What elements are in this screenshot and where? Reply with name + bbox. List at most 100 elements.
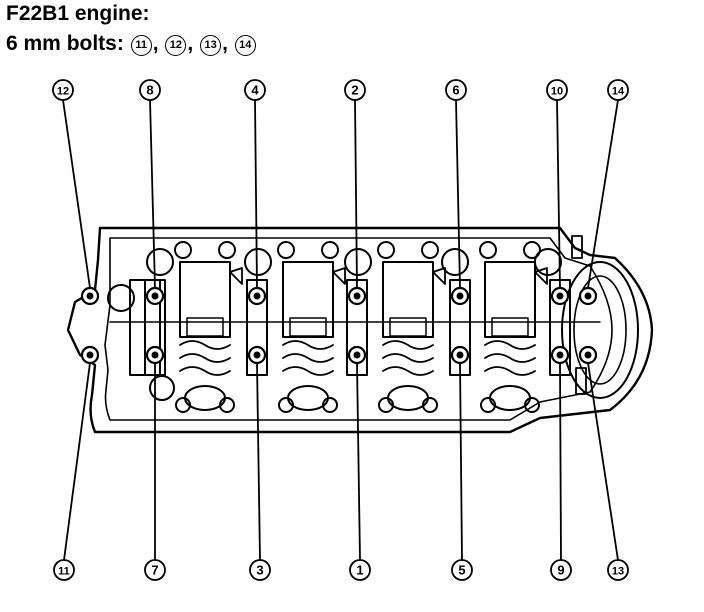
bolt-top-5: [450, 286, 470, 306]
bolt-top-5-center: [456, 292, 464, 300]
bolt-top-2: [145, 286, 165, 306]
leader-top-2: [354, 99, 358, 289]
callout-number: 1: [356, 563, 363, 578]
callout-number: 8: [146, 83, 153, 98]
spark-port-4: [523, 241, 541, 259]
bolt-ref-13: 13: [200, 35, 222, 56]
bolt-bottom-5-center: [456, 351, 464, 359]
callout-circle: [344, 79, 366, 101]
callout-circle: [607, 79, 629, 101]
valve-spring-2: [282, 340, 334, 376]
leader-top-8: [149, 99, 156, 289]
rocker-tab-4: [534, 267, 548, 285]
bolt-bottom-4-center: [353, 351, 361, 359]
sensor-boss: [571, 235, 583, 259]
callout-number: 3: [256, 563, 263, 578]
leader-bottom-3: [256, 362, 261, 561]
valve-seat-2: [287, 385, 329, 411]
bolt-top-1-center: [86, 292, 94, 300]
callout-circle: [244, 79, 266, 101]
bolt-top-6-center: [556, 292, 564, 300]
leader-top-14: [587, 99, 619, 289]
bolt-bottom-2-center: [151, 351, 159, 359]
separator: ,: [152, 32, 159, 55]
plug-well-2: [244, 248, 272, 276]
bolt-ref-12: 12: [165, 35, 187, 56]
leader-top-12: [62, 99, 91, 289]
bolt-bottom-6: [550, 345, 570, 365]
plug-well-5: [534, 248, 562, 276]
callout-top-8: 8: [139, 79, 161, 101]
bolt-bottom-7-center: [584, 351, 592, 359]
oil-port-4: [480, 397, 496, 413]
leader-bottom-5: [459, 362, 463, 561]
callout-number: 9: [557, 563, 564, 578]
rocker-tab-2: [332, 267, 346, 285]
callout-number: 14: [612, 86, 625, 98]
callout-number: 13: [612, 566, 624, 578]
callout-top-6: 6: [445, 79, 467, 101]
leader-bottom-11: [63, 362, 91, 561]
leader-bottom-13: [587, 362, 619, 561]
callout-circle: [139, 79, 161, 101]
callout-circle: [144, 559, 166, 581]
spark-port-4: [479, 241, 497, 259]
leader-bottom-1: [356, 362, 361, 561]
bolt-bottom-5: [450, 345, 470, 365]
callout-bottom-13: 13: [607, 559, 629, 581]
oil-port-3: [378, 397, 394, 413]
callout-number: 10: [551, 86, 563, 98]
rocker-foot-1: [186, 317, 224, 337]
bolt-top-4: [347, 286, 367, 306]
callout-circle: [550, 559, 572, 581]
bolt-bottom-6-center: [556, 351, 564, 359]
cylinder-head-inner-outline: [104, 237, 613, 421]
spark-port-1: [174, 241, 192, 259]
oil-port-2: [322, 397, 338, 413]
bolt-ref-14: 14: [234, 35, 256, 56]
callout-top-2: 2: [344, 79, 366, 101]
plug-well-3: [344, 248, 372, 276]
spark-port-2: [321, 241, 339, 259]
leader-bottom-9: [559, 362, 562, 561]
callout-number: 7: [151, 563, 158, 578]
callout-top-10: 10: [546, 79, 568, 101]
oil-port-1: [175, 397, 191, 413]
rocker-tab-3: [432, 267, 446, 285]
oil-port-4: [524, 397, 540, 413]
rocker-foot-3: [389, 317, 427, 337]
end-bracket: [129, 279, 161, 376]
callout-circle: [451, 559, 473, 581]
valve-spring-1: [179, 340, 231, 376]
bolt-bottom-2: [145, 345, 165, 365]
separator: ,: [222, 32, 228, 55]
cam-end-seal-inner: [573, 275, 627, 385]
callout-bottom-9: 9: [550, 559, 572, 581]
valve-spring-3: [382, 340, 434, 376]
bolt-bottom-3-center: [253, 351, 261, 359]
callout-circle: [546, 79, 568, 101]
oil-port-2: [278, 397, 294, 413]
bolt-bottom-1: [80, 345, 100, 365]
callout-bottom-11: 11: [53, 559, 75, 581]
plug-well-1: [146, 248, 174, 276]
subtitle-label: 6 mm bolts:: [6, 32, 124, 55]
oil-port-3: [422, 397, 438, 413]
bolt-bottom-3: [247, 345, 267, 365]
callout-number: 2: [351, 83, 358, 98]
leader-top-4: [254, 99, 258, 289]
callout-top-12: 12: [52, 79, 74, 101]
bolt-ref-11: 11: [130, 35, 152, 56]
leader-top-6: [455, 99, 461, 289]
callout-bottom-5: 5: [451, 559, 473, 581]
callout-circle: [349, 559, 371, 581]
bolt-top-3-center: [253, 292, 261, 300]
valve-seat-3: [387, 385, 429, 411]
end-boss-circle: [107, 284, 135, 312]
bolt-top-3: [247, 286, 267, 306]
callout-bottom-1: 1: [349, 559, 371, 581]
spark-port-2: [277, 241, 295, 259]
oil-port-1: [219, 397, 235, 413]
bolt-top-7: [578, 286, 598, 306]
